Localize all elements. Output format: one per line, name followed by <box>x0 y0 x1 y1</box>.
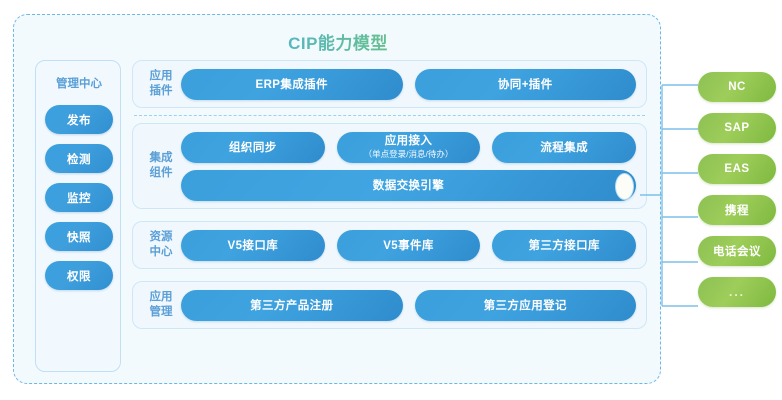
capability-rows: 应用 插件 ERP集成插件 协同+插件 集成 组件 <box>132 60 647 329</box>
row-label-line1: 资源 <box>149 231 173 243</box>
cip-model-container: CIP能力模型 管理中心 发布 检测 监控 快照 权限 应用 插件 <box>13 14 661 384</box>
page-title: CIP能力模型 <box>14 29 662 54</box>
pill-third-party-app-registration[interactable]: 第三方应用登记 <box>414 289 636 321</box>
row-label-line2: 插件 <box>149 85 173 97</box>
pill-erp-integration-plugin[interactable]: ERP集成插件 <box>181 68 403 100</box>
mgmt-item-publish[interactable]: 发布 <box>45 105 113 134</box>
section-divider <box>134 115 645 116</box>
row-label-integration-components: 集成 组件 <box>141 151 181 181</box>
mgmt-item-snapshot[interactable]: 快照 <box>45 222 113 251</box>
pill-app-access[interactable]: 应用接入 （单点登录/消息/待办） <box>336 131 481 163</box>
row-app-plugins: 应用 插件 ERP集成插件 协同+插件 <box>132 60 647 108</box>
row-label-line2: 中心 <box>149 246 173 258</box>
management-center-panel: 管理中心 发布 检测 监控 快照 权限 <box>35 60 121 372</box>
row-label-resource-center: 资源 中心 <box>141 230 181 260</box>
external-system-conference-call[interactable]: 电话会议 <box>698 236 776 266</box>
row-label-app-plugins: 应用 插件 <box>141 69 181 99</box>
branch-connector <box>640 84 698 307</box>
mgmt-item-detect[interactable]: 检测 <box>45 144 113 173</box>
pill-third-party-product-registration[interactable]: 第三方产品注册 <box>181 289 403 321</box>
pill-data-exchange-engine[interactable]: 数据交换引擎 <box>181 169 636 201</box>
row-label-line2: 管理 <box>149 306 173 318</box>
row-resource-center: 资源 中心 V5接口库 V5事件库 第三方接口库 <box>132 221 647 269</box>
external-system-ctrip[interactable]: 携程 <box>698 195 776 225</box>
row-label-line1: 集成 <box>149 152 173 164</box>
external-system-eas[interactable]: EAS <box>698 154 776 184</box>
data-exchange-engine-label: 数据交换引擎 <box>372 180 445 192</box>
pill-v5-event-library[interactable]: V5事件库 <box>336 229 481 261</box>
row-label-line1: 应用 <box>149 70 173 82</box>
row-body-app-plugins: ERP集成插件 协同+插件 <box>181 68 636 100</box>
row-body-integration-components: 组织同步 应用接入 （单点登录/消息/待办） 流程集成 数据交换引擎 <box>181 131 637 201</box>
row-body-app-management: 第三方产品注册 第三方应用登记 <box>181 289 636 321</box>
management-center-title: 管理中心 <box>56 78 102 90</box>
pill-collaboration-plugin[interactable]: 协同+插件 <box>414 68 636 100</box>
pill-row: ERP集成插件 协同+插件 <box>181 68 636 100</box>
pill-v5-interface-library[interactable]: V5接口库 <box>181 229 325 261</box>
pill-row: 组织同步 应用接入 （单点登录/消息/待办） 流程集成 <box>181 131 637 163</box>
mgmt-item-permission[interactable]: 权限 <box>45 261 113 290</box>
external-system-sap[interactable]: SAP <box>698 113 776 143</box>
pill-org-sync[interactable]: 组织同步 <box>181 131 325 163</box>
external-system-more[interactable]: ... <box>698 277 776 307</box>
cylinder-cap-icon <box>615 172 634 200</box>
row-label-line1: 应用 <box>149 291 173 303</box>
external-systems-list: NC SAP EAS 携程 电话会议 ... <box>698 72 776 318</box>
row-app-management: 应用 管理 第三方产品注册 第三方应用登记 <box>132 281 647 329</box>
row-body-resource-center: V5接口库 V5事件库 第三方接口库 <box>181 229 637 261</box>
pill-row: V5接口库 V5事件库 第三方接口库 <box>181 229 637 261</box>
pill-process-integration[interactable]: 流程集成 <box>492 131 637 163</box>
pill-app-access-label: 应用接入 <box>384 134 433 147</box>
row-label-line2: 组件 <box>149 167 173 179</box>
external-system-nc[interactable]: NC <box>698 72 776 102</box>
row-label-app-management: 应用 管理 <box>141 290 181 320</box>
mgmt-item-monitor[interactable]: 监控 <box>45 183 113 212</box>
pill-row: 第三方产品注册 第三方应用登记 <box>181 289 636 321</box>
management-center-list: 发布 检测 监控 快照 权限 <box>45 105 113 300</box>
pill-third-party-interface-library[interactable]: 第三方接口库 <box>492 229 637 261</box>
row-integration-components: 集成 组件 组织同步 应用接入 （单点登录/消息/待办） 流程集成 数据交换引擎 <box>132 123 647 209</box>
pill-app-access-sublabel: （单点登录/消息/待办） <box>363 148 454 159</box>
